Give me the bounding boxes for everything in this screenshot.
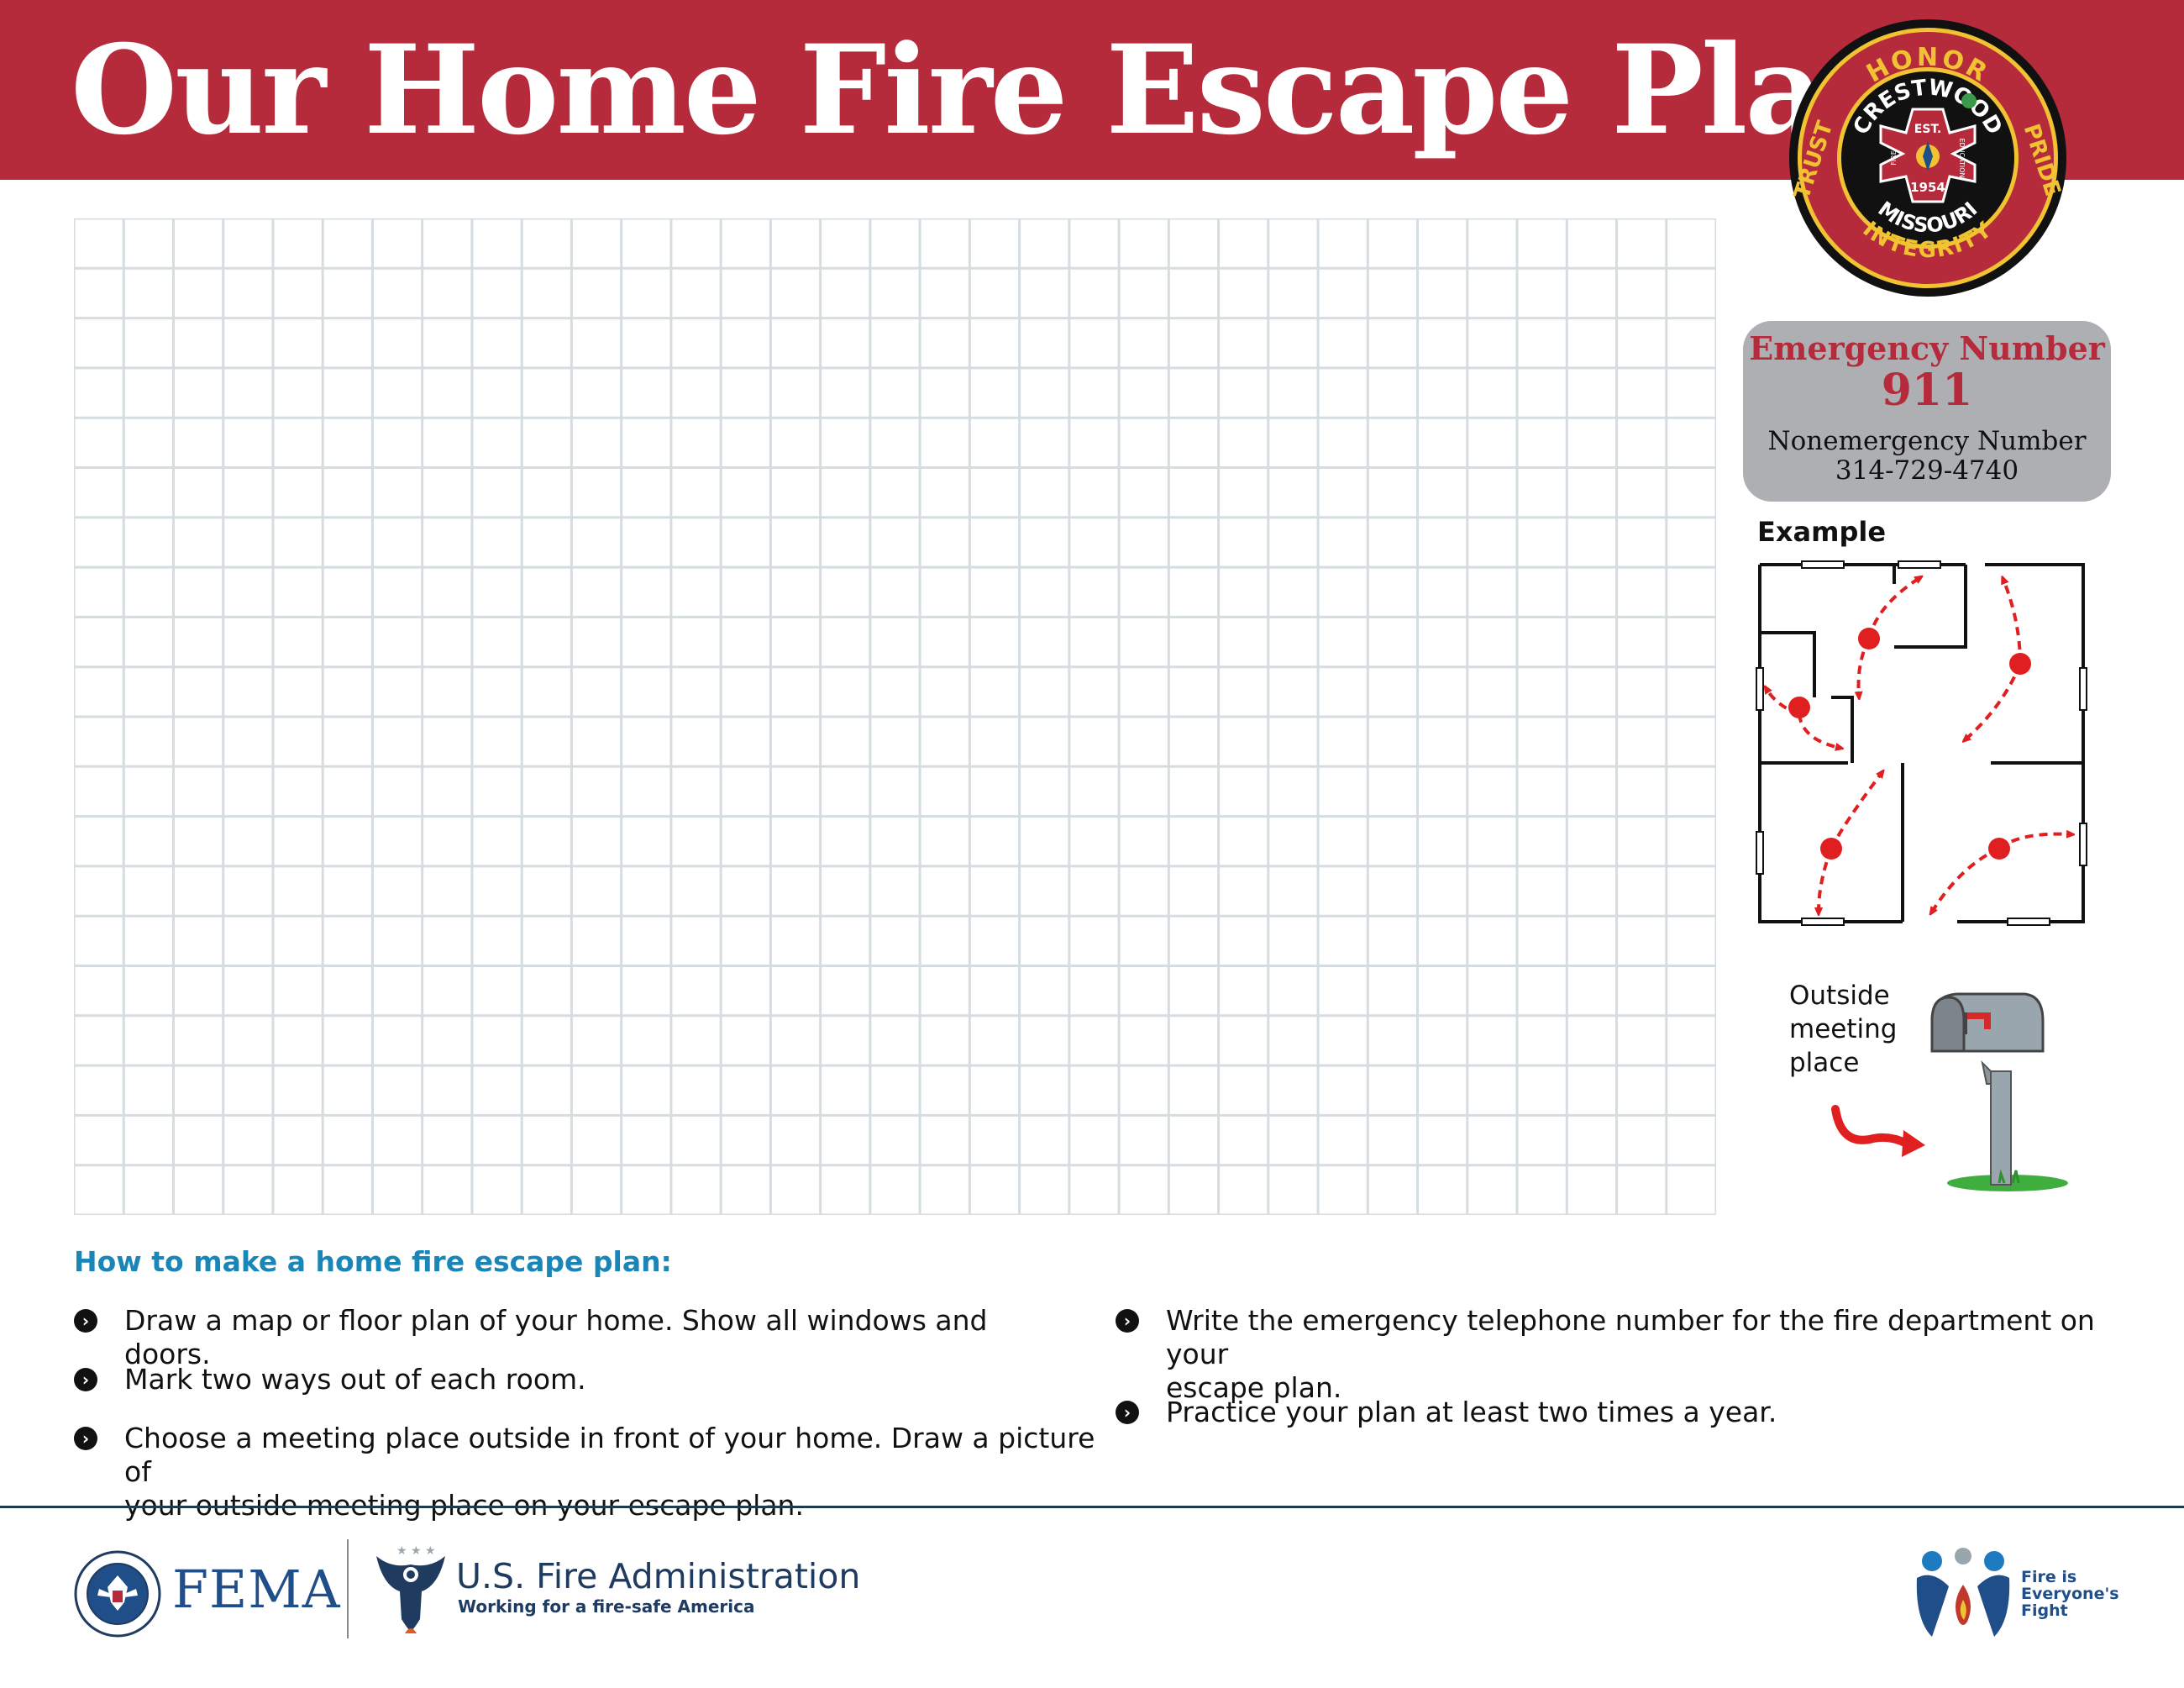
page-title: Our Home Fire Escape Plan [71,18,1911,162]
fef-line: Fight [2021,1601,2068,1620]
badge-cross-right: EDUCATION [1958,138,1966,177]
chevron-right-icon: › [74,1368,97,1391]
chevron-right-icon: › [74,1427,97,1450]
step-text-line: your outside meeting place on your escap… [124,1489,804,1522]
chevron-right-icon: › [74,1309,97,1333]
badge-cross-left: FIRE [1890,150,1898,166]
instructions-heading: How to make a home fire escape plan: [74,1245,672,1278]
fef-line: Fire is [2021,1568,2077,1586]
example-label: Example [1757,516,1887,548]
step-text-line: Write the emergency telephone number for… [1166,1304,2095,1370]
emergency-number: 911 [1881,365,1973,416]
fire-is-everyones-fight-text: Fire is Everyone's Fight [2021,1569,2119,1619]
nonemergency-number: 314-729-4740 [1835,455,2019,486]
mailbox-illustration [1831,992,2068,1191]
fema-logo-text: FEMA [172,1559,341,1620]
chevron-right-icon: › [1116,1309,1139,1333]
fire-is-everyones-fight-icon [1916,1548,2010,1637]
step-text: Draw a map or floor plan of your home. S… [124,1304,988,1370]
step-text: Choose a meeting place outside in front … [124,1422,1124,1522]
badge-est: EST. [1914,123,1941,136]
emergency-number-label: Emergency Number [1749,329,2105,367]
fef-line: Everyone's [2021,1585,2119,1603]
svg-text:★ ★ ★: ★ ★ ★ [396,1544,436,1558]
example-floor-plan [1756,560,2087,926]
floor-plan-grid[interactable] [74,218,1716,1215]
badge-year: 1954 [1910,180,1945,195]
usfa-tagline: Working for a fire-safe America [458,1596,755,1617]
outside-meeting-place-label: Outside meeting place [1789,981,1898,1078]
eagle-icon: ★ ★ ★ [376,1544,445,1633]
usfa-title: U.S. Fire Administration [456,1556,861,1596]
emergency-numbers-box: Emergency Number 911 Nonemergency Number… [1743,321,2111,502]
crestwood-fire-badge: HONOR INTEGRITY TRUST PRIDE CRESTWOOD MI… [1789,19,2066,297]
chevron-right-icon: › [1116,1401,1139,1424]
step-text: Mark two ways out of each room. [124,1363,586,1396]
dhs-seal-icon [74,1550,161,1638]
nonemergency-number-label: Nonemergency Number [1767,426,2087,456]
step-text: Write the emergency telephone number for… [1166,1304,2166,1405]
footer-divider [0,1506,2184,1508]
step-text-line: Choose a meeting place outside in front … [124,1422,1095,1488]
step-text: Practice your plan at least two times a … [1166,1396,1777,1428]
step-text-line: escape plan. [1166,1371,1342,1404]
logo-separator [347,1539,349,1638]
